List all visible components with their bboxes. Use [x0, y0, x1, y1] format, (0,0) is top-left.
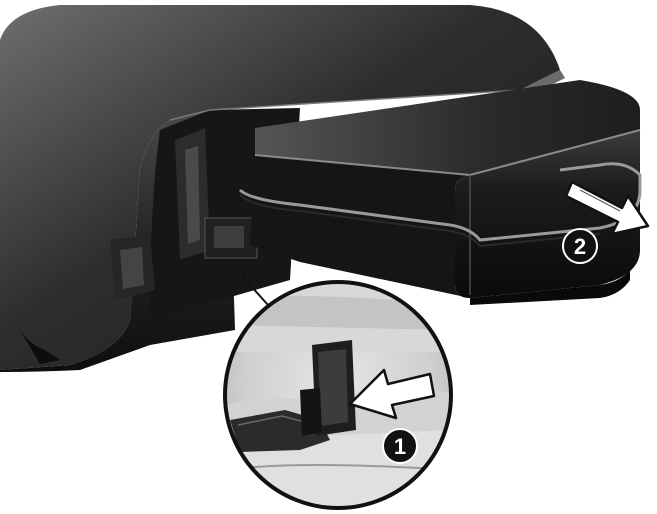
base-housing [0, 5, 565, 372]
step-2-badge: 2 [562, 228, 598, 264]
step-1-number: 1 [394, 434, 406, 459]
step-2-arrow [564, 180, 650, 236]
zoom-callout [223, 280, 453, 510]
callout-leader-line [241, 275, 269, 306]
step-1-arrow [348, 368, 436, 420]
step-2-number: 2 [574, 234, 586, 259]
removable-module [238, 80, 642, 305]
step-1-badge: 1 [382, 428, 418, 464]
